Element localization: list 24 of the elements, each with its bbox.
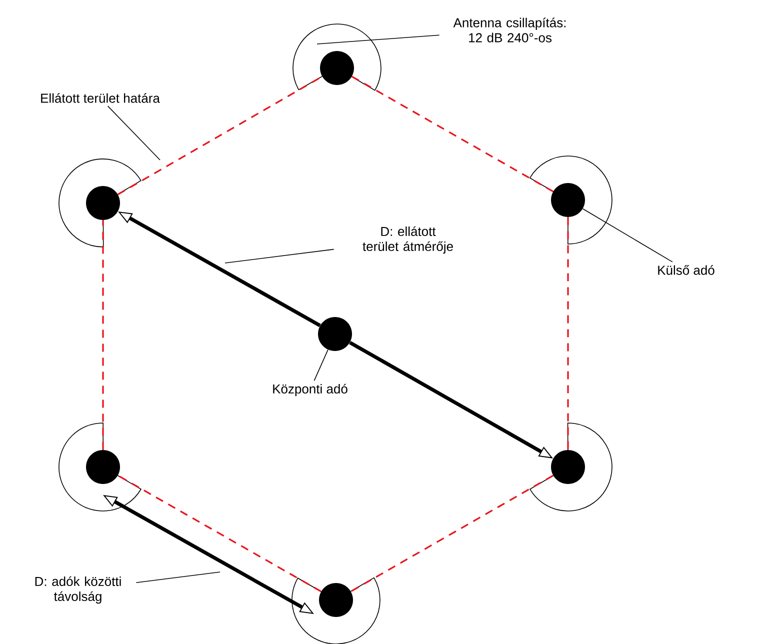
coverage-boundary-line xyxy=(350,474,554,592)
transmitter-dot xyxy=(318,317,352,351)
coverage-boundary-line xyxy=(352,76,554,192)
coverage-boundary-line xyxy=(567,217,569,450)
label-text: Antenna csillapítás: 12 dB 240°-os xyxy=(453,18,566,42)
coverage-boundary-line xyxy=(102,220,104,450)
leader-line xyxy=(136,572,220,584)
transmitter-dot xyxy=(319,583,353,617)
leader-line xyxy=(224,248,334,264)
transmitter-dot xyxy=(551,450,585,484)
transmitter-dot xyxy=(320,51,354,85)
label-text: Központi adó xyxy=(273,384,348,396)
label-text: D: ellátott terület átmérője xyxy=(362,226,453,254)
leader-line xyxy=(107,106,160,160)
transmitter-dot xyxy=(86,450,120,484)
label-text: D: adók közötti távolság xyxy=(35,576,121,604)
leader-line xyxy=(582,208,673,262)
leader-line xyxy=(314,349,328,382)
leader-line xyxy=(316,34,440,44)
label-text: Ellátott terület határa xyxy=(41,93,160,103)
coverage-boundary-line xyxy=(118,474,322,592)
label-text: Külső adó xyxy=(658,265,714,275)
transmitter-dot xyxy=(86,186,120,220)
transmitter-dot xyxy=(551,183,585,217)
